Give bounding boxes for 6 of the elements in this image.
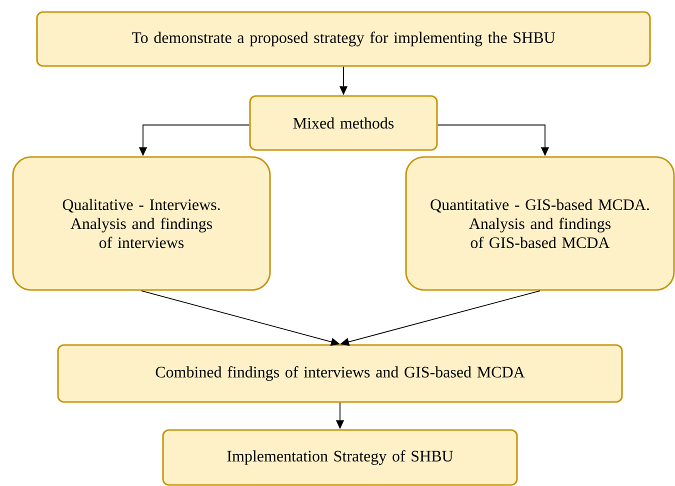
- process-box: Combined findings of interviews and GIS-based MCDA: [57, 344, 623, 403]
- process-box: Mixed methods: [249, 95, 438, 151]
- process-box: Quantitative - GIS-based MCDA. Analysis and findings of GIS-based MCDA: [405, 156, 675, 291]
- process-box: To demonstrate a proposed strategy for implementing the SHBU: [36, 11, 651, 67]
- process-box: Implementation Strategy of SHBU: [162, 429, 518, 486]
- process-box: Qualitative - Interviews. Analysis and findings of interviews: [12, 156, 271, 291]
